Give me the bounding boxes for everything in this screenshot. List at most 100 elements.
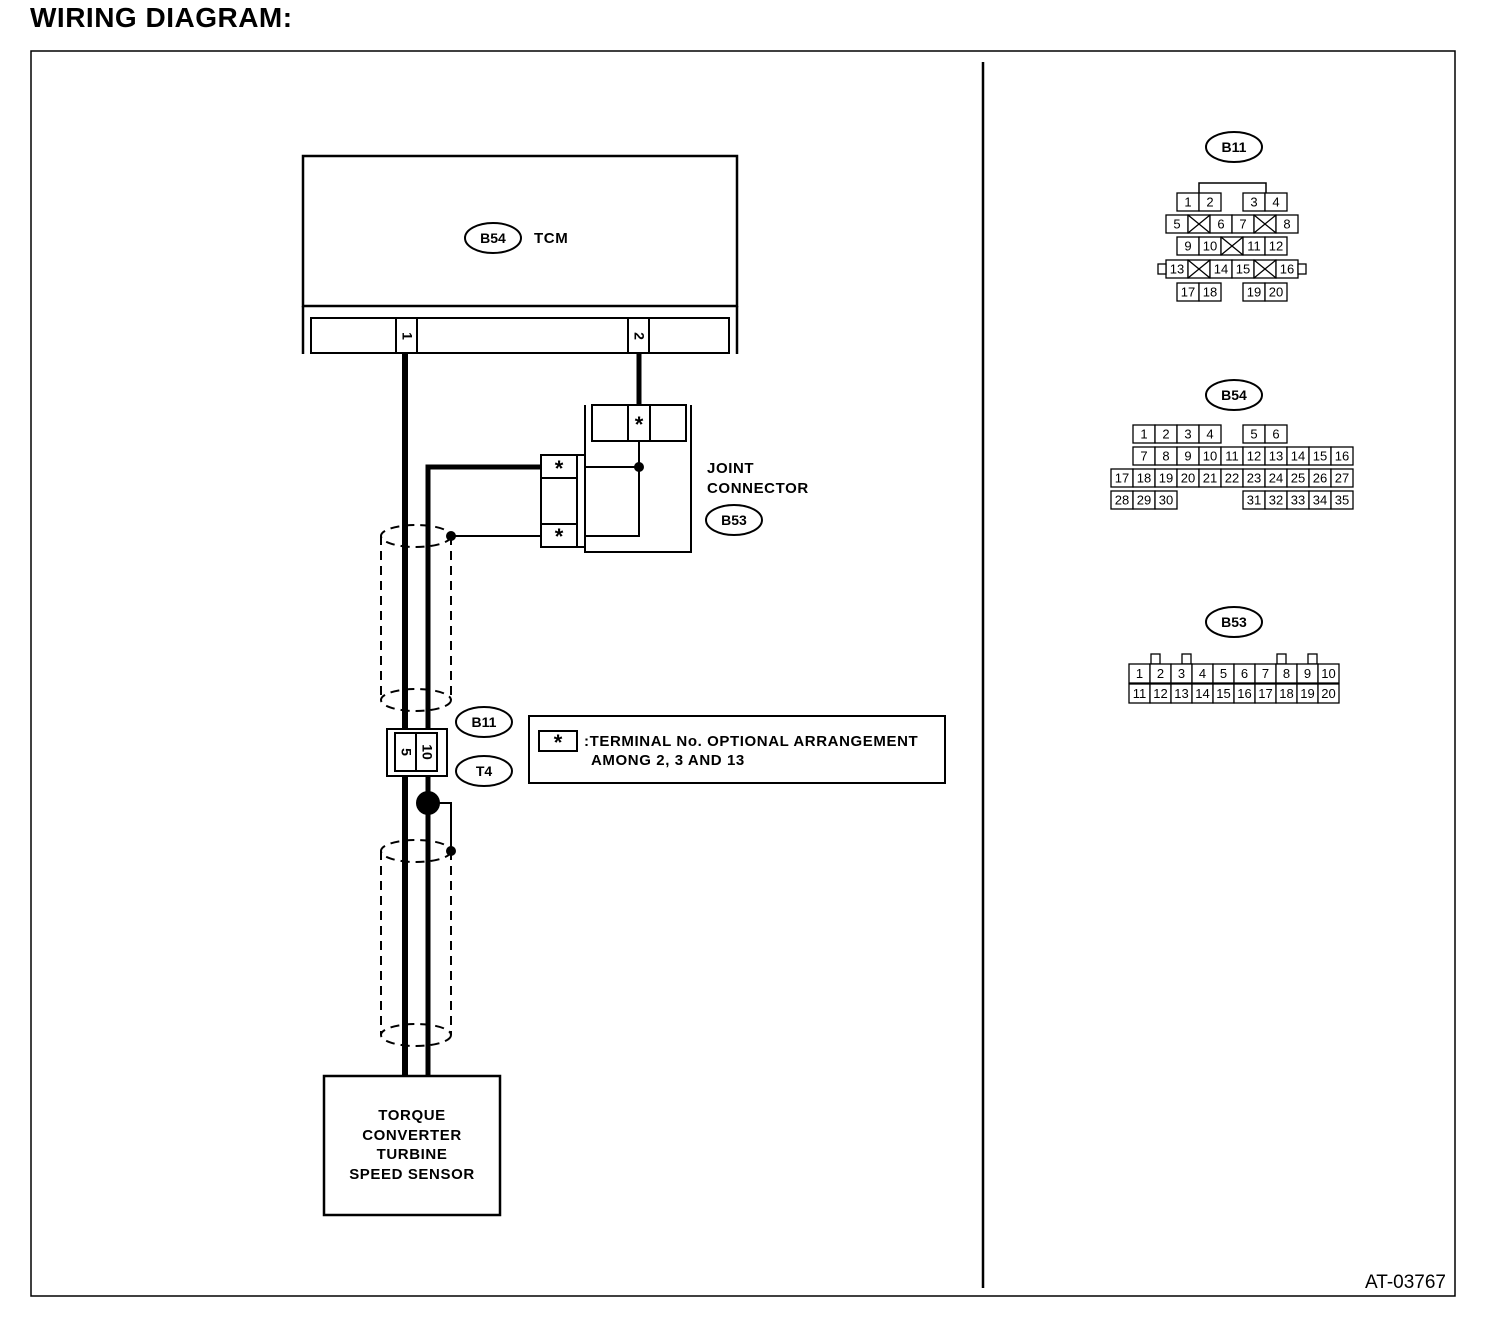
b54-pin-label: 20 [1181,470,1195,485]
b53-pin-label: 16 [1237,686,1251,701]
b11-pin-label: 15 [1236,261,1250,276]
b53-cell: 14 [1191,683,1214,704]
b54-cell: 23 [1242,468,1266,488]
sensor-line1: TORQUE [378,1107,446,1124]
b54-pin-label: 28 [1115,492,1129,507]
b11-cell: 5 [1165,214,1189,234]
b53-pin-label: 6 [1241,666,1248,681]
b53-pin-label: 9 [1304,666,1311,681]
b54-pin-label: 13 [1269,448,1283,463]
b54-cell: 11 [1220,446,1244,466]
b54-cell: 31 [1242,490,1266,510]
b11-pin-label: 2 [1206,194,1213,209]
tcm-terminal-2: 2 [631,332,647,340]
b54-cell: 3 [1176,424,1200,444]
page-title: WIRING DIAGRAM: [30,2,293,33]
b11-pin-label: 1 [1184,194,1191,209]
b54-pin-label: 33 [1291,492,1305,507]
b11-latch [1297,263,1307,275]
b54-pin-label: 31 [1247,492,1261,507]
b53-latch [1181,653,1192,665]
b54-cell: 14 [1286,446,1310,466]
b54-cell: 35 [1330,490,1354,510]
b54-cell: 27 [1330,468,1354,488]
b11-cell: 13 [1165,259,1189,279]
b53-cell: 12 [1149,683,1172,704]
b53-pin-label: 5 [1220,666,1227,681]
b54-pin-label: 8 [1162,448,1169,463]
b53-cell: 18 [1275,683,1298,704]
joint-top-terminal-mark: * [635,412,644,437]
b54-pin-label: 32 [1269,492,1283,507]
b53-pin-label: 17 [1258,686,1272,701]
b53-cell: 15 [1212,683,1235,704]
b54-cell: 2 [1154,424,1178,444]
terminal-note: * :TERMINAL No. OPTIONAL ARRANGEMENT AMO… [528,715,946,784]
b54-pin-label: 18 [1137,470,1151,485]
figure-id: AT-03767 [1365,1272,1446,1293]
b53-cell: 4 [1191,663,1214,684]
wire-joint-to-sensor [425,464,541,1076]
b53-pin-label: 2 [1157,666,1164,681]
b54-pin-label: 26 [1313,470,1327,485]
b54-cell: 34 [1308,490,1332,510]
b11-pin-label: 19 [1247,284,1261,299]
intermediate-connector: 5 10 B11 T4 [386,706,513,787]
b11-cell: 17 [1176,282,1200,302]
b54-pin-label: 34 [1313,492,1327,507]
b53-pin-label: 3 [1178,666,1185,681]
b11-cell: 6 [1209,214,1233,234]
b11-blank-cavity [1253,214,1277,234]
b54-cell: 6 [1264,424,1288,444]
joint-connector: * * * JOINT CONNECTOR B53 [540,404,809,553]
intermediate-oval-b11 [455,706,513,738]
tcm-block: 1 2 B54 TCM [301,154,739,354]
b54-cell: 12 [1242,446,1266,466]
tcm-connector-id: B54 [480,230,506,246]
b54-cell: 19 [1154,468,1178,488]
b54-pin-label: 3 [1184,426,1191,441]
b54-cell: 16 [1330,446,1354,466]
intermediate-connector-id: B11 [472,714,497,730]
b11-cell: 2 [1198,192,1222,212]
b54-pin-label: 4 [1206,426,1213,441]
b11-pin-label: 4 [1272,194,1279,209]
b54-cell: 4 [1198,424,1222,444]
b53-pin-label: 18 [1279,686,1293,701]
b11-pin-label: 3 [1250,194,1257,209]
b11-cell: 18 [1198,282,1222,302]
turbine-speed-sensor: TORQUE CONVERTER TURBINE SPEED SENSOR [322,1074,502,1217]
b53-pin-label: 13 [1174,686,1188,701]
b54-cell: 21 [1198,468,1222,488]
b53-cell: 7 [1254,663,1277,684]
b11-blank-cavity [1187,214,1211,234]
b54-pin-label: 9 [1184,448,1191,463]
sensor-line3: TURBINE [377,1146,448,1163]
b54-cell: 26 [1308,468,1332,488]
b54-cell: 22 [1220,468,1244,488]
b11-pin-label: 20 [1269,284,1283,299]
b53-pin-label: 14 [1195,686,1209,701]
b11-pin-label: 13 [1170,261,1184,276]
b54-cell: 25 [1286,468,1310,488]
b11-cell: 4 [1264,192,1288,212]
intermediate-terminal-10: 10 [419,744,435,760]
b53-cell: 6 [1233,663,1256,684]
joint-connector-id: B53 [721,512,747,528]
b53-pin-label: 19 [1300,686,1314,701]
b11-cell: 1 [1176,192,1200,212]
b11-cell: 12 [1264,236,1288,256]
b54-cell: 1 [1132,424,1156,444]
b54-cell: 7 [1132,446,1156,466]
b53-pin-label: 7 [1262,666,1269,681]
b54-pin-label: 10 [1203,448,1217,463]
b54-cell: 15 [1308,446,1332,466]
joint-label-line2: CONNECTOR [707,480,809,497]
b11-cell: 14 [1209,259,1233,279]
b54-pin-label: 5 [1250,426,1257,441]
b54-pin-label: 6 [1272,426,1279,441]
b54-pin-label: 29 [1137,492,1151,507]
b54-cell: 32 [1264,490,1288,510]
joint-left-terminal-mark-1: * [555,456,564,481]
b54-pin-label: 1 [1140,426,1147,441]
